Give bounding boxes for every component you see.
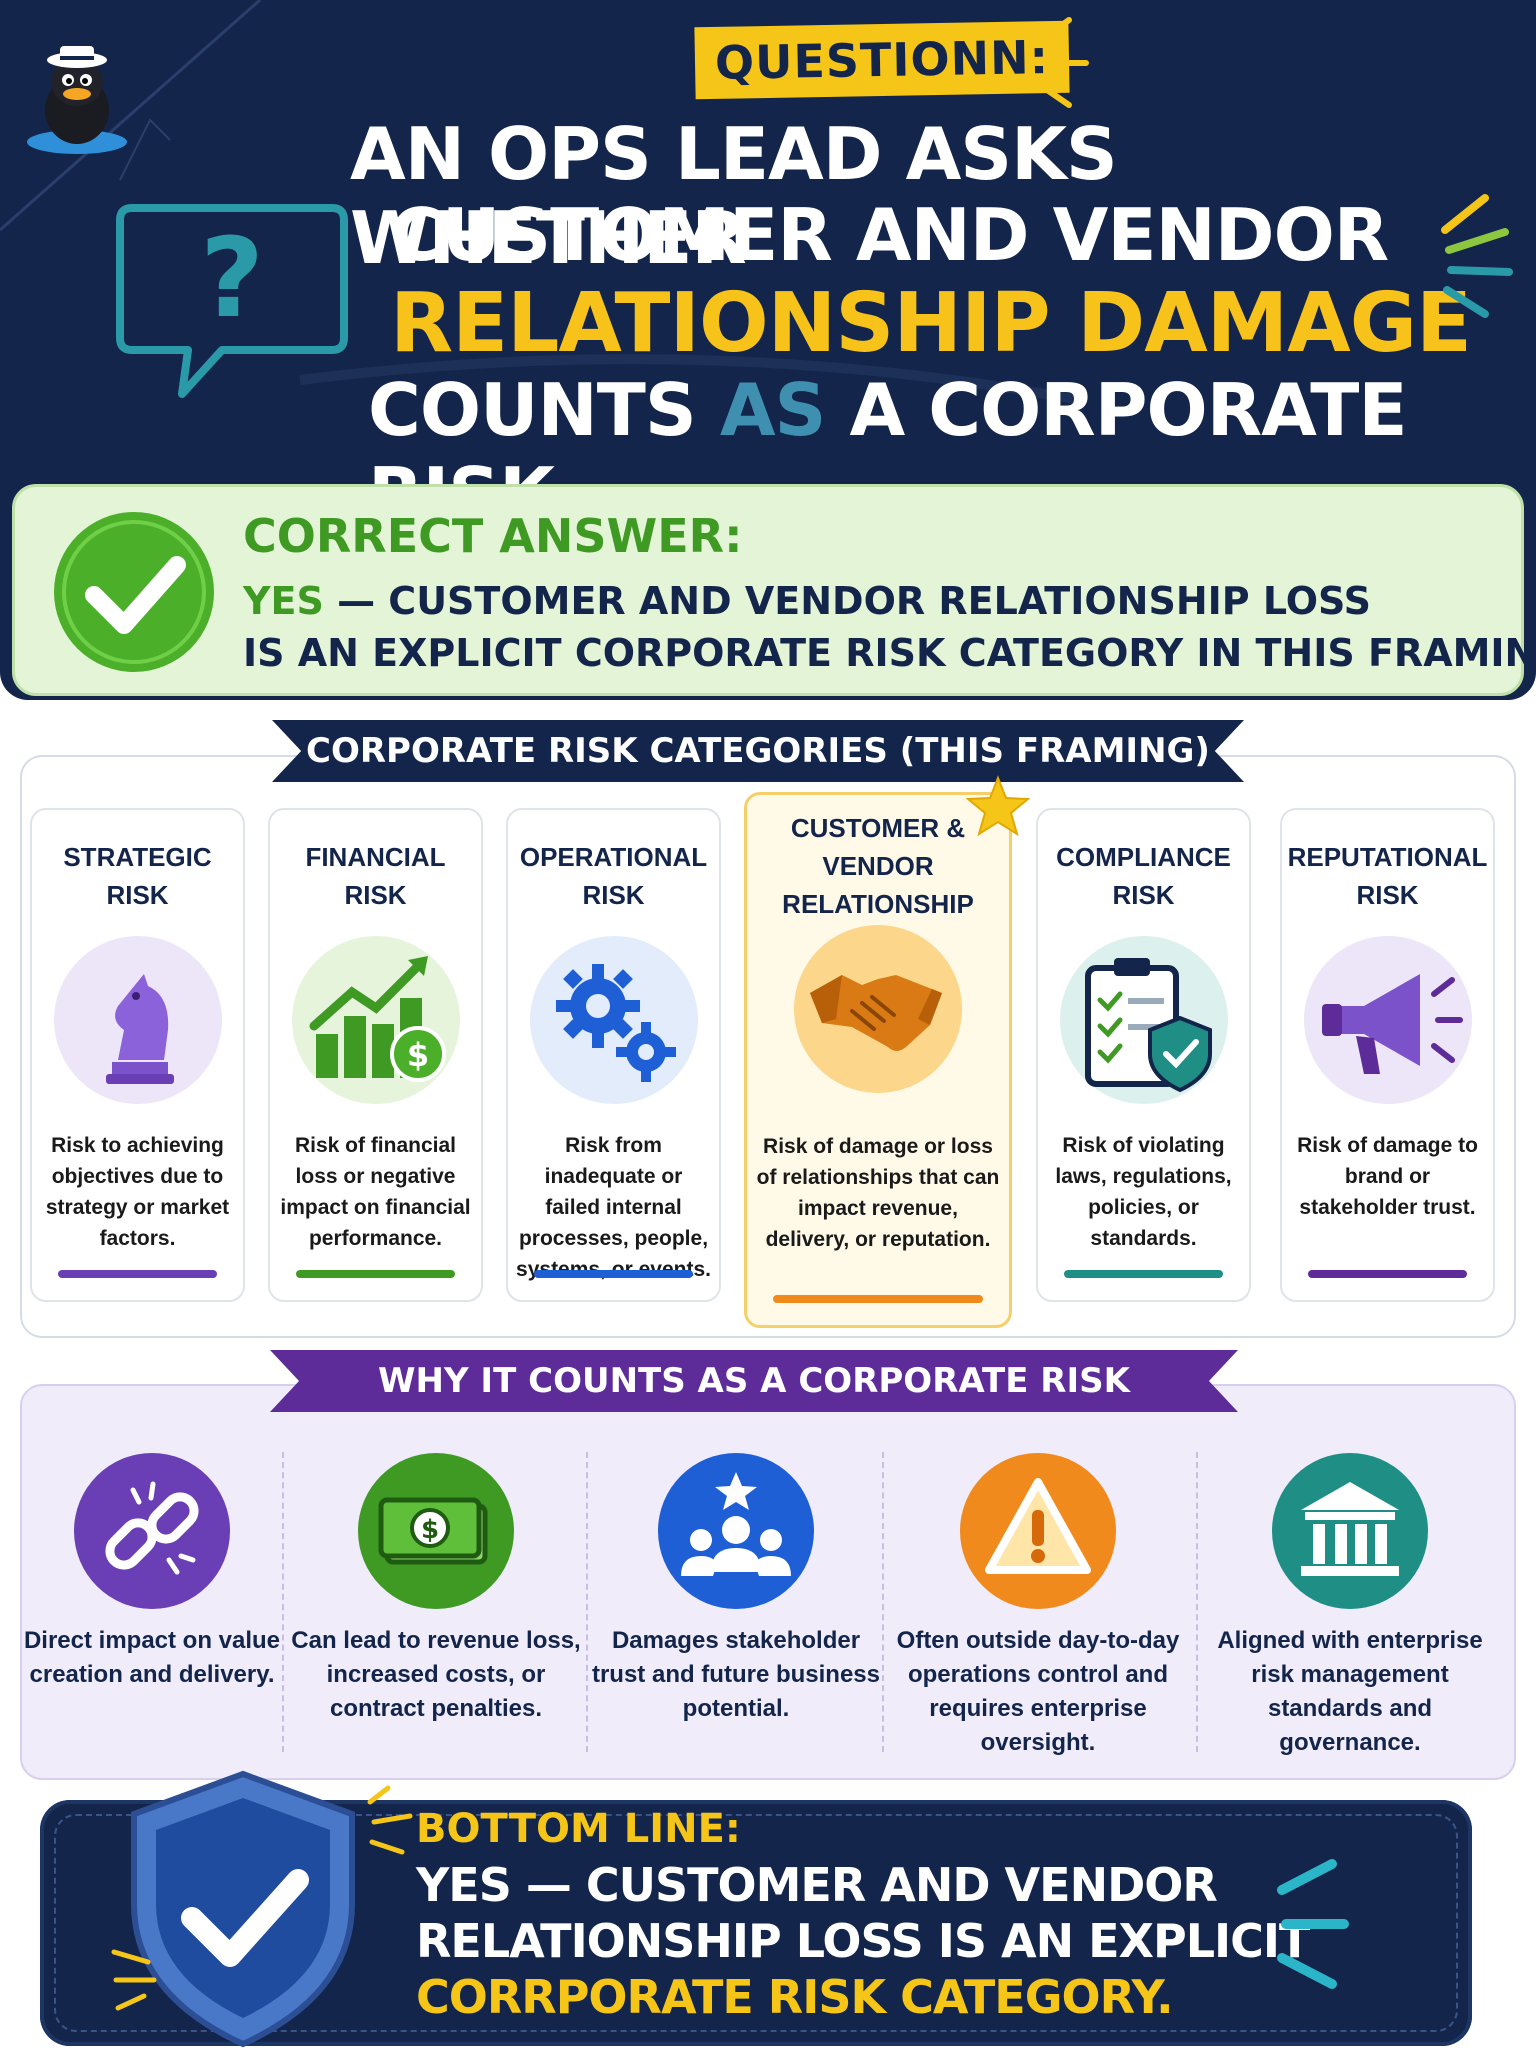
why-item-governance: Aligned with enterprise risk management … — [1204, 1452, 1496, 1762]
category-card-operational: OPERATIONAL RISK Risk from inadequate or… — [506, 808, 721, 1302]
question-line-3-highlight: RELATIONSHIP DAMAGE — [390, 276, 1472, 371]
why-item-text: Aligned with enterprise risk management … — [1217, 1627, 1483, 1756]
bottom-line-dashed-border — [54, 1814, 1458, 2032]
spark-lines-icon — [1441, 194, 1513, 318]
card-title: RISK — [1356, 880, 1419, 910]
card-title: RISK — [344, 880, 407, 910]
clipboard-shield-icon — [1059, 936, 1228, 1104]
card-accent-bar — [58, 1270, 217, 1278]
category-card-compliance: COMPLIANCE RISK Risk of violating laws, … — [1036, 808, 1251, 1302]
card-description: Risk of financial loss or negative impac… — [280, 1134, 471, 1250]
correct-answer-box: CORRECT ANSWER: YES — CUSTOMER AND VENDO… — [12, 484, 1536, 696]
broken-link-icon — [74, 1453, 230, 1609]
money-icon: $ — [358, 1453, 514, 1609]
why-ribbon: WHY IT COUNTS AS A CORPORATE RISK — [270, 1350, 1238, 1412]
card-title: RISK — [582, 880, 645, 910]
why-item-text: Often outside day-to-day operations cont… — [896, 1627, 1180, 1756]
shield-check-icon — [131, 1770, 355, 2048]
bottom-line-text-2: RELATIONSHIP LOSS IS AN EXPLICIT — [416, 1914, 1310, 1968]
column-divider — [282, 1452, 284, 1752]
card-title: STRATEGIC — [63, 842, 212, 872]
card-title: CUSTOMER & — [790, 813, 966, 843]
why-item-text: Direct impact on value creation and deli… — [23, 1627, 281, 1688]
category-card-financial: FINANCIAL RISK $ Risk of financial loss … — [268, 808, 483, 1302]
why-item-text: Can lead to revenue loss, increased cost… — [291, 1627, 581, 1722]
card-description: Risk of violating laws, regulations, pol… — [1055, 1134, 1232, 1250]
why-item-value-creation: Direct impact on value creation and deli… — [6, 1452, 298, 1762]
svg-text:$: $ — [406, 1036, 428, 1074]
warning-icon — [960, 1453, 1116, 1609]
card-accent-bar — [1064, 1270, 1223, 1278]
bottom-line-text-1: YES — CUSTOMER AND VENDOR — [416, 1858, 1218, 1912]
bottom-line-heading: BOTTOM LINE: — [416, 1806, 741, 1852]
institution-icon — [1272, 1453, 1428, 1609]
spark-lines-icon — [111, 1949, 157, 2011]
card-accent-bar — [534, 1270, 693, 1278]
question-bubble-icon: ? — [116, 204, 348, 398]
card-description: Risk to achieving objectives due to stra… — [45, 1134, 230, 1250]
correct-answer-heading: CORRECT ANSWER: — [243, 509, 743, 563]
category-card-strategic: STRATEGIC RISK Risk to achieving objecti… — [30, 808, 245, 1302]
bottom-line-text-3: CORRPORATE RISK CATEGORY. — [416, 1970, 1174, 2024]
gears-icon — [529, 936, 698, 1104]
svg-text:$: $ — [421, 1515, 439, 1545]
stakeholders-icon — [658, 1453, 814, 1609]
category-card-customer-vendor: CUSTOMER & VENDOR RELATIONSHIP LOSS Risk… — [744, 792, 1012, 1328]
why-item-enterprise-oversight: Often outside day-to-day operations cont… — [892, 1452, 1184, 1762]
card-title: REPUTATIONAL — [1287, 842, 1488, 872]
card-title: VENDOR — [822, 851, 934, 881]
card-description: Risk of damage to brand or stakeholder t… — [1297, 1134, 1478, 1219]
spark-lines-icon — [367, 1785, 413, 1855]
card-accent-bar — [773, 1295, 983, 1303]
svg-text:?: ? — [200, 214, 264, 342]
card-title: RISK — [106, 880, 169, 910]
card-title: COMPLIANCE — [1056, 842, 1231, 872]
why-item-text: Damages stakeholder trust and future bus… — [591, 1627, 881, 1722]
categories-ribbon: CORPORATE RISK CATEGORIES (THIS FRAMING) — [272, 720, 1244, 782]
column-divider — [882, 1452, 884, 1752]
column-divider — [1196, 1452, 1198, 1752]
question-tag: QUESTIONN: — [694, 20, 1070, 100]
finance-chart-icon: $ — [291, 936, 460, 1104]
card-accent-bar — [1308, 1270, 1467, 1278]
question-line-1: AN OPS LEAD ASKS WHETHER — [350, 112, 1118, 280]
handshake-icon — [794, 925, 962, 1093]
card-title: OPERATIONAL — [519, 842, 708, 872]
question-line-2: CUSTOMER AND VENDOR — [390, 193, 1389, 277]
card-title: FINANCIAL — [305, 842, 446, 872]
category-card-reputational: REPUTATIONAL RISK Risk of damage to bran… — [1280, 808, 1495, 1302]
megaphone-icon — [1303, 936, 1472, 1104]
why-item-revenue-loss: $ Can lead to revenue loss, increased co… — [290, 1452, 582, 1762]
spark-lines-icon — [1031, 17, 1089, 108]
card-title: RISK — [1112, 880, 1175, 910]
chess-knight-icon — [53, 936, 222, 1104]
correct-answer-line-1: YES — CUSTOMER AND VENDOR RELATIONSHIP L… — [243, 579, 1372, 623]
sailor-duck-mascot-icon — [27, 46, 127, 154]
card-description: Risk of damage or loss of relationships … — [756, 1135, 1000, 1251]
spark-lines-icon — [1277, 1859, 1349, 1989]
star-icon — [966, 775, 1030, 837]
check-circle-icon — [54, 512, 214, 672]
column-divider — [586, 1452, 588, 1752]
card-accent-bar — [296, 1270, 455, 1278]
card-title: RELATIONSHIP — [782, 889, 974, 919]
card-description: Risk from inadequate or failed internal … — [516, 1134, 711, 1281]
why-item-stakeholder-trust: Damages stakeholder trust and future bus… — [590, 1452, 882, 1762]
chalk-scratch-decoration — [0, 0, 1081, 405]
correct-answer-line-2: IS AN EXPLICIT CORPORATE RISK CATEGORY I… — [243, 631, 1536, 675]
